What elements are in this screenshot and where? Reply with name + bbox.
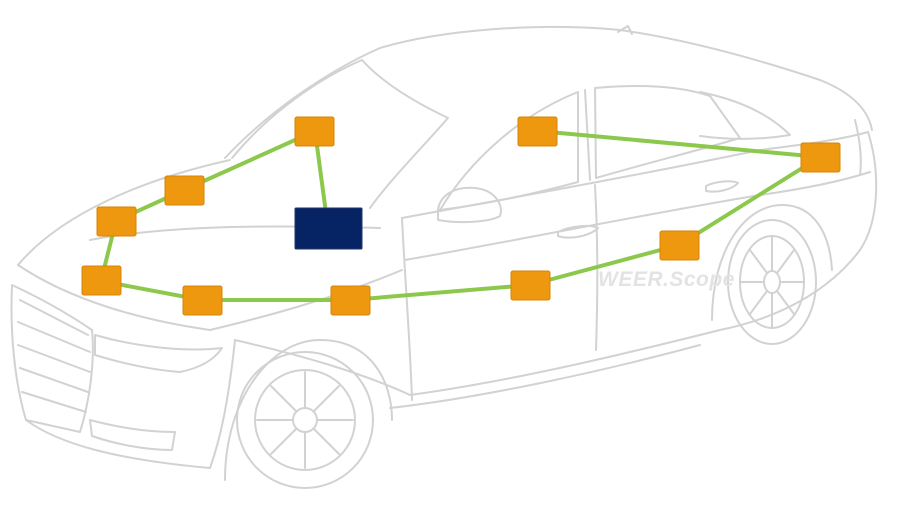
headlight: [94, 334, 223, 373]
ecu-node: [294, 116, 335, 147]
side-mirror: [437, 186, 502, 224]
ecu-nodes: [81, 116, 841, 316]
wire-segment: [528, 243, 681, 287]
watermark-text: WEER.Scope: [598, 268, 735, 291]
roof-line: [224, 25, 873, 159]
ecu-node: [164, 175, 205, 206]
grille-bars: [17, 299, 91, 413]
wire-segment: [677, 155, 822, 247]
rear-door-handle: [705, 180, 739, 193]
front-wheel-rim: [254, 369, 356, 471]
front-wheel-arch: [224, 339, 393, 481]
rear-wheel-spokes: [739, 235, 805, 329]
car-outline: [10, 25, 878, 489]
wire-segment: [182, 129, 317, 192]
ecu-node: [182, 285, 223, 316]
rear-wheel-hub: [763, 270, 781, 294]
shoulder-crease: [404, 171, 871, 261]
rear-wheel-arch: [711, 204, 833, 321]
roof-antenna: [617, 25, 633, 35]
wire-segment: [348, 283, 532, 302]
hood-edge: [17, 159, 231, 266]
ecu-node: [510, 270, 551, 301]
ecu-node: [517, 116, 558, 147]
grille: [10, 284, 94, 433]
body-lower: [234, 249, 861, 396]
front-wheel-tire: [236, 351, 374, 489]
ecu-node: [800, 142, 841, 173]
rocker-line: [389, 344, 701, 409]
front-door-edge: [401, 217, 413, 401]
front-door-handle: [557, 224, 599, 239]
wire-segment: [536, 129, 822, 159]
ecu-node: [659, 230, 700, 261]
front-wheel-spokes: [256, 371, 354, 469]
rear-wheel-tire: [727, 219, 817, 345]
belt-line: [401, 131, 869, 219]
ecu-node: [81, 265, 122, 296]
rear-end: [854, 119, 878, 251]
rear-window: [699, 91, 791, 140]
fog-lamp: [89, 419, 176, 451]
windshield: [231, 59, 449, 209]
bumper-lower: [25, 339, 236, 469]
gateway-node: [294, 207, 363, 250]
ecu-node: [96, 206, 137, 237]
ecu-node: [330, 285, 371, 316]
window-rear: [594, 85, 741, 179]
window-front: [439, 91, 579, 211]
